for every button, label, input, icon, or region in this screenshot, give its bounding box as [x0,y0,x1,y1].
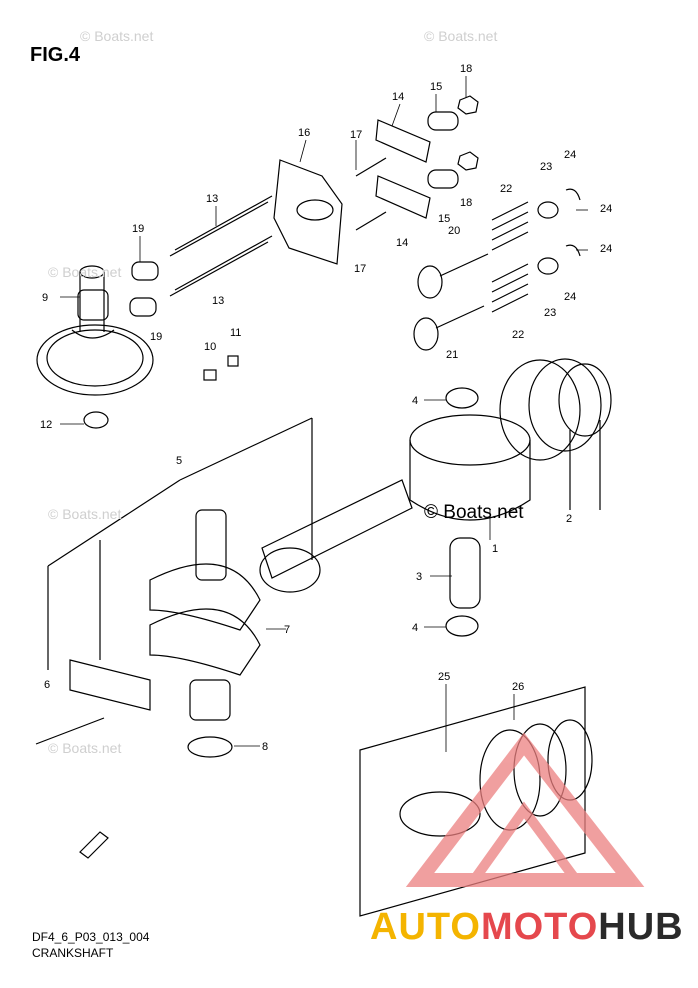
callout-24c: 24 [600,243,612,255]
callout-16: 16 [298,127,310,139]
crankshaft [149,509,261,721]
callout-5: 5 [176,455,182,467]
brand-part-hub: HUB [598,906,684,948]
callout-labels: 1 2 3 4 4 5 6 7 8 9 10 11 12 13 13 14 14… [40,63,612,753]
callout-21: 21 [446,349,458,361]
callout-25: 25 [438,671,450,683]
callout-9: 9 [42,292,48,304]
callout-10: 10 [204,341,216,353]
callout-11: 11 [230,327,241,339]
callout-13b: 13 [212,295,224,307]
callout-4a: 4 [412,395,418,407]
callout-7: 7 [284,624,290,636]
callout-19b: 19 [150,331,162,343]
callout-24a: 24 [564,149,576,161]
callout-8: 8 [262,741,268,753]
callout-6: 6 [44,679,50,691]
watermark: © Boats.net [48,506,122,522]
callout-24d: 24 [564,291,576,303]
figure-name: CRANKSHAFT [32,946,114,960]
brand-logo-triangle [405,732,645,887]
callout-17b: 17 [354,263,366,275]
callout-20: 20 [448,225,460,237]
brand-part-auto: AUTO [370,906,481,948]
watermark: © Boats.net [48,740,122,756]
callout-18a: 18 [460,63,472,75]
callout-23a: 23 [540,161,552,173]
watermark: © Boats.net [48,264,122,280]
watermark: © Boats.net [424,28,498,44]
callout-2: 2 [566,513,572,525]
callout-1: 1 [492,543,498,555]
watermark-dark: © Boats.net [424,502,524,523]
piston [409,414,531,521]
camshaft-gear [36,265,154,396]
callout-13a: 13 [206,193,218,205]
brand-wordmark: AUTOMOTOHUB [370,906,684,949]
callout-26: 26 [512,681,524,693]
callout-15a: 15 [430,81,442,93]
watermark: © Boats.net [80,28,154,44]
callout-3: 3 [416,571,422,583]
callout-22b: 22 [512,329,524,341]
callout-4b: 4 [412,622,418,634]
figure-title: FIG.4 [30,44,81,66]
callout-12: 12 [40,419,52,431]
callout-18b: 18 [460,197,472,209]
callout-17a: 17 [350,129,362,141]
callout-24b: 24 [600,203,612,215]
callout-14a: 14 [392,91,404,103]
callout-19a: 19 [132,223,144,235]
callout-22a: 22 [500,183,512,195]
callout-14b: 14 [396,237,408,249]
callout-15b: 15 [438,213,450,225]
figure-code: DF4_6_P03_013_004 [32,930,150,944]
callout-23b: 23 [544,307,556,319]
brand-part-moto: MOTO [480,906,599,948]
